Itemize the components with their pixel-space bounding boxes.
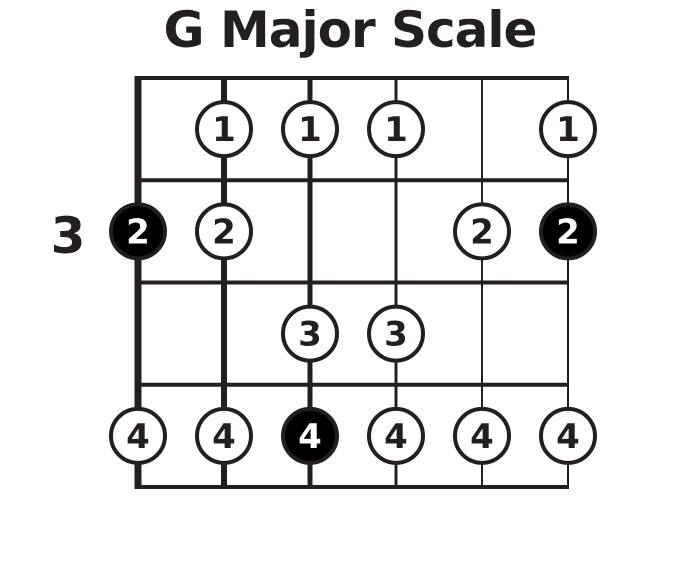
note-circle	[281, 304, 339, 363]
note-marker: 1	[281, 100, 339, 159]
note-marker: 1	[195, 100, 253, 159]
note-circle	[109, 202, 167, 261]
finger-number: 4	[384, 417, 408, 457]
note-circle	[367, 304, 425, 363]
finger-number: 2	[126, 212, 150, 252]
note-circle	[195, 202, 253, 261]
finger-number: 2	[470, 212, 494, 252]
fret-position-label: 3	[51, 207, 86, 265]
note-circle	[539, 100, 597, 159]
finger-number: 3	[298, 315, 322, 355]
finger-number: 1	[298, 110, 322, 150]
note-marker: 1	[367, 100, 425, 159]
root-note-marker: 2	[539, 202, 597, 261]
note-circle	[367, 100, 425, 159]
finger-number: 4	[212, 417, 236, 457]
note-circle	[453, 202, 511, 261]
note-circle	[539, 202, 597, 261]
note-circle	[453, 406, 511, 465]
finger-number: 1	[212, 110, 236, 150]
note-circle	[195, 406, 253, 465]
note-circle	[539, 406, 597, 465]
note-circle	[195, 100, 253, 159]
finger-number: 2	[556, 212, 580, 252]
note-marker: 4	[195, 406, 253, 465]
finger-number: 4	[126, 417, 150, 457]
note-circle	[281, 406, 339, 465]
finger-number: 1	[556, 110, 580, 150]
diagram-title: G Major Scale	[163, 1, 538, 59]
finger-number: 4	[298, 417, 322, 457]
note-marker: 3	[367, 304, 425, 363]
root-note-marker: 4	[281, 406, 339, 465]
finger-number: 2	[212, 212, 236, 252]
finger-number: 4	[470, 417, 494, 457]
finger-number: 4	[556, 417, 580, 457]
note-marker: 3	[281, 304, 339, 363]
note-marker: 2	[453, 202, 511, 261]
note-marker: 2	[195, 202, 253, 261]
note-circle	[367, 406, 425, 465]
finger-number: 1	[384, 110, 408, 150]
note-markers: 1 1 1 1 2 2 2 2 3 3 4 4 4 4 4 4	[109, 100, 597, 465]
note-circle	[281, 100, 339, 159]
note-circle	[109, 406, 167, 465]
root-note-marker: 2	[109, 202, 167, 261]
finger-number: 3	[384, 315, 408, 355]
note-marker: 1	[539, 100, 597, 159]
note-marker: 4	[539, 406, 597, 465]
note-marker: 4	[367, 406, 425, 465]
note-marker: 4	[453, 406, 511, 465]
note-marker: 4	[109, 406, 167, 465]
